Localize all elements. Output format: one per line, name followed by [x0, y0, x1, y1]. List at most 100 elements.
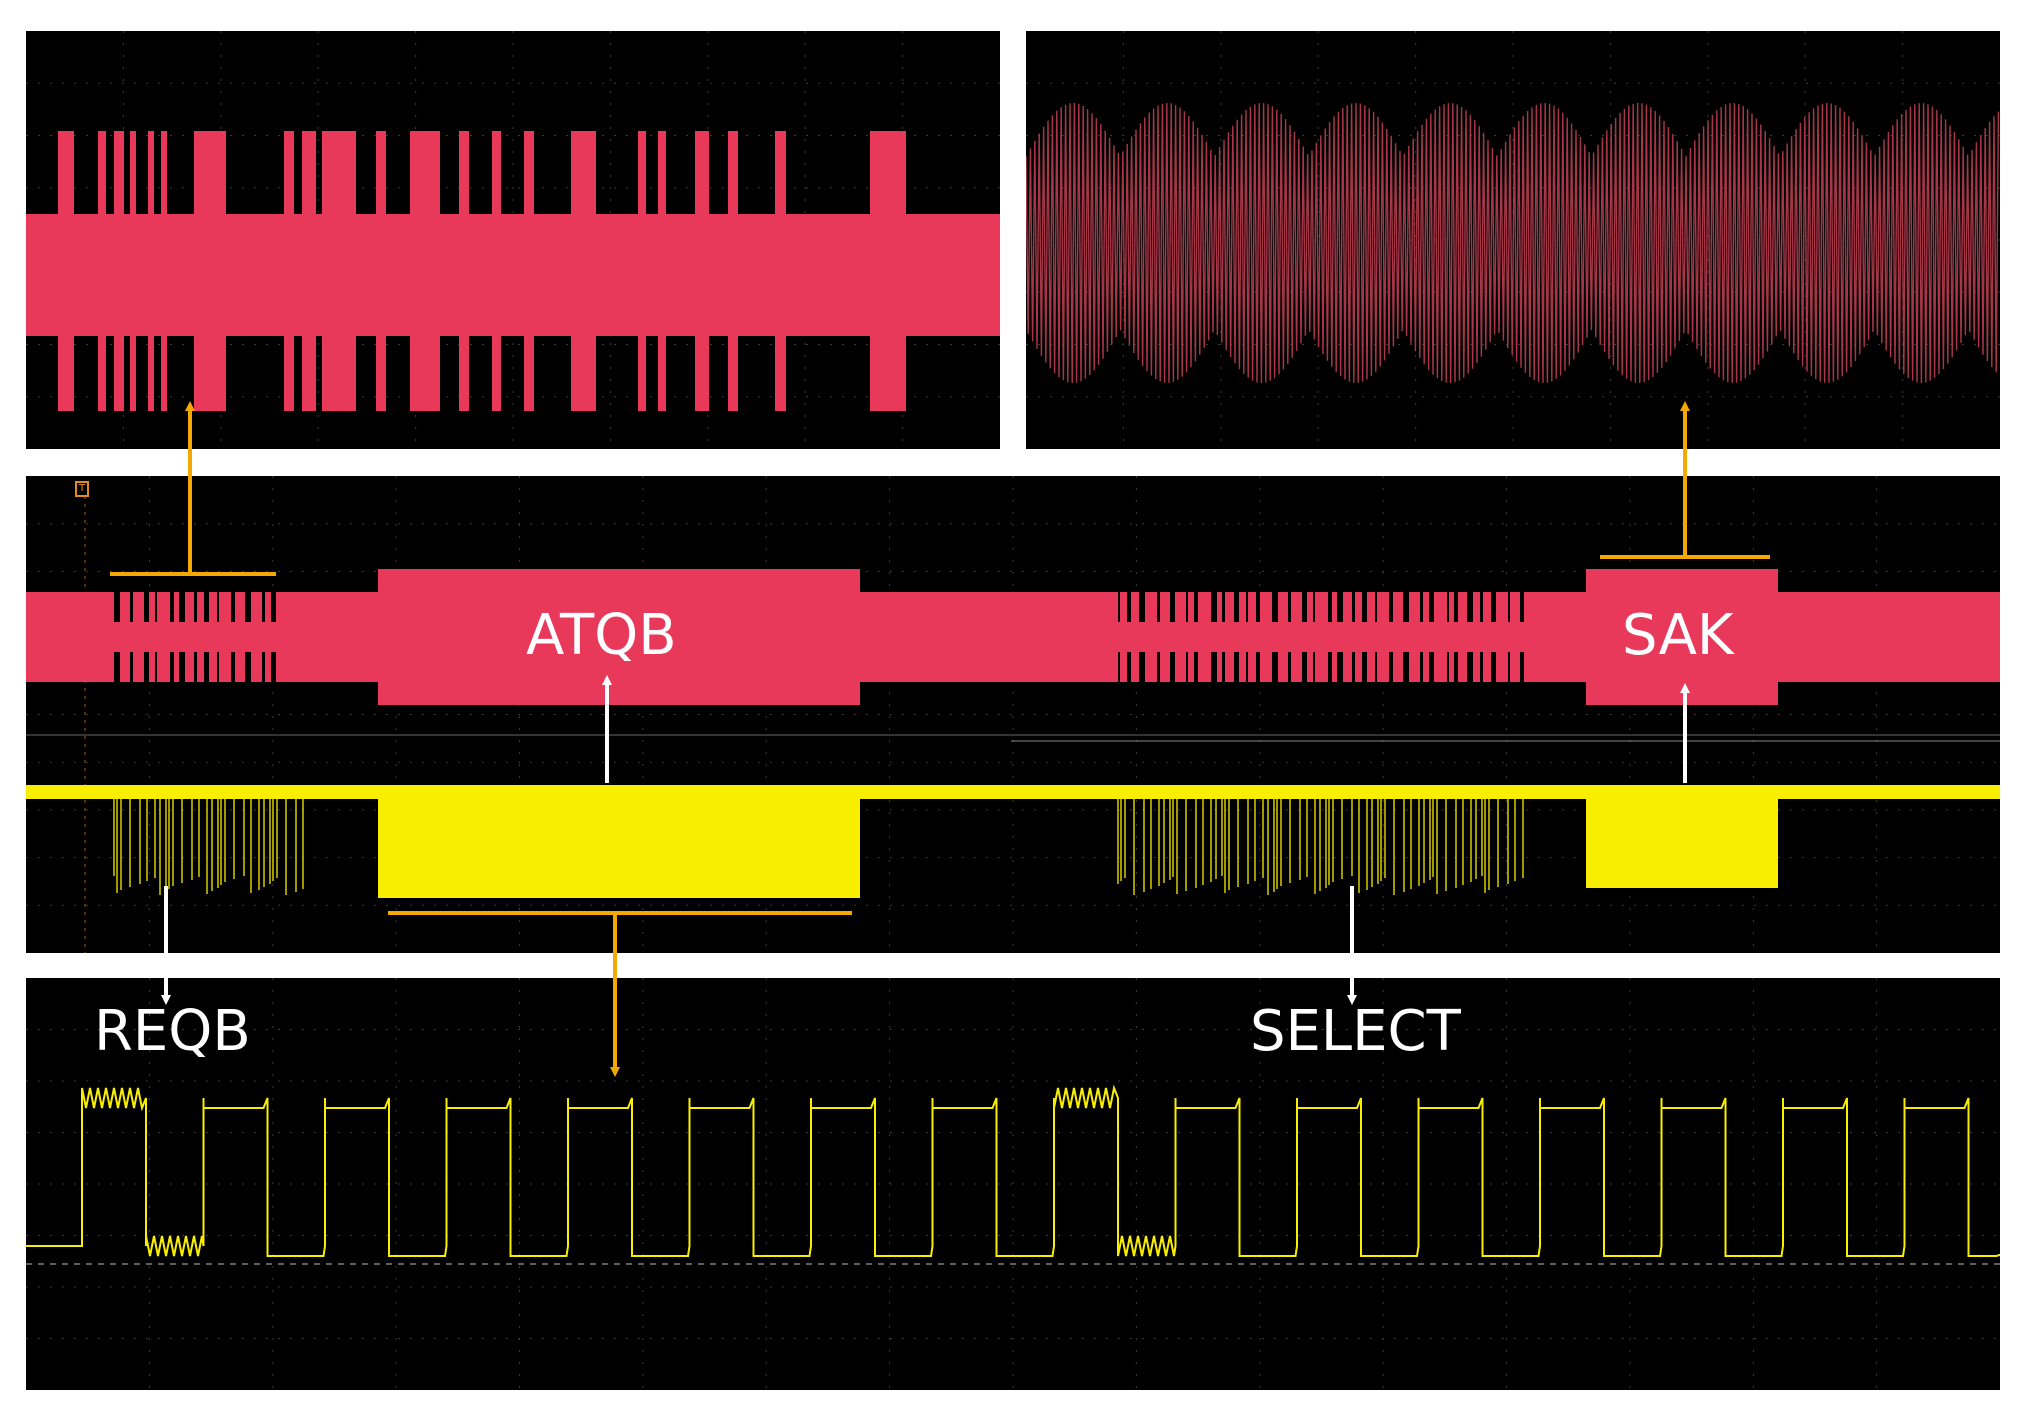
- rf-notch: [1211, 592, 1217, 622]
- rf-notch: [114, 652, 120, 682]
- rf-notch: [204, 652, 209, 682]
- rf-notch: [1467, 592, 1473, 622]
- carrier-burst: [492, 131, 501, 411]
- rf-notch: [1429, 652, 1434, 682]
- sak-subcarrier-waveform: [1026, 31, 2000, 449]
- rf-sak-block: [1586, 569, 1778, 705]
- carrier-burst: [302, 131, 316, 411]
- carrier-burst: [322, 131, 356, 411]
- rf-notch: [1362, 652, 1367, 682]
- rf-notch: [1454, 652, 1458, 682]
- rf-notch: [231, 652, 235, 682]
- rf-notch: [1403, 652, 1409, 682]
- label-atqb: ATQB: [526, 603, 677, 668]
- rf-notch: [1170, 592, 1175, 622]
- rf-notch: [130, 652, 133, 682]
- rf-notch: [1272, 652, 1278, 682]
- rf-notch: [130, 592, 133, 622]
- rf-notch: [1375, 652, 1377, 682]
- carrier-burst: [58, 131, 74, 411]
- rf-notch: [1520, 652, 1524, 682]
- rf-notch: [144, 652, 149, 682]
- atqb-data-waveform: [26, 978, 2000, 1390]
- rf-notch: [155, 592, 157, 622]
- carrier-burst: [775, 131, 786, 411]
- rf-notch: [1256, 652, 1260, 682]
- data-sak-block: [1586, 788, 1778, 888]
- rf-notch: [1234, 592, 1239, 622]
- rf-notch: [144, 592, 149, 622]
- carrier-burst: [194, 131, 226, 411]
- rf-notch: [1480, 652, 1483, 682]
- rf-notch: [1389, 592, 1393, 622]
- rf-notch: [1118, 652, 1120, 682]
- carrier-band: [26, 214, 1000, 336]
- carrier-burst: [658, 131, 666, 411]
- carrier-burst: [161, 131, 167, 411]
- rf-notch: [1520, 592, 1524, 622]
- rf-notch: [262, 592, 265, 622]
- zoom-panel-sak-subcarrier: [1026, 31, 2000, 449]
- rf-notch: [1352, 592, 1355, 622]
- label-reqb: REQB: [94, 999, 251, 1064]
- rf-notch: [179, 652, 185, 682]
- subcarrier-trace: [1026, 102, 2000, 384]
- rf-atqb-block: [378, 569, 860, 705]
- rf-notch: [271, 592, 276, 622]
- rf-notch: [217, 652, 219, 682]
- rf-notch: [1302, 592, 1307, 622]
- carrier-burst: [284, 131, 294, 411]
- rf-notch: [114, 592, 120, 622]
- rf-notch: [1313, 652, 1315, 682]
- rf-notch: [194, 592, 197, 622]
- rf-notch: [1127, 592, 1131, 622]
- rf-notch: [231, 592, 235, 622]
- rf-notch: [1337, 592, 1343, 622]
- rf-notch: [245, 652, 251, 682]
- label-sak: SAK: [1622, 603, 1734, 668]
- rf-notch: [1222, 652, 1225, 682]
- rf-notch: [1211, 652, 1217, 682]
- square-wave-trace: [26, 1084, 2000, 1257]
- rf-notch: [1194, 592, 1198, 622]
- rf-notch: [1157, 652, 1160, 682]
- rf-notch: [1420, 652, 1423, 682]
- rf-notch: [1429, 592, 1434, 622]
- rf-notch: [1194, 652, 1198, 682]
- carrier-burst: [114, 131, 124, 411]
- rf-notch: [1139, 592, 1145, 622]
- carrier-burst: [376, 131, 386, 411]
- rf-notch: [1389, 652, 1393, 682]
- zoom-panel-atqb-data: [26, 978, 2000, 1390]
- data-atqb-block: [378, 788, 860, 898]
- rf-notch: [1352, 652, 1355, 682]
- rf-notch: [1508, 592, 1510, 622]
- carrier-burst: [130, 131, 136, 411]
- rf-notch: [1328, 652, 1332, 682]
- rf-notch: [1170, 652, 1175, 682]
- carrier-burst: [524, 131, 534, 411]
- rf-notch: [1403, 592, 1409, 622]
- rf-notch: [1157, 592, 1160, 622]
- rf-notch: [1139, 652, 1145, 682]
- carrier-burst: [571, 131, 596, 411]
- rf-notch: [1256, 592, 1260, 622]
- rf-notch: [170, 592, 174, 622]
- overview-waveforms: [26, 476, 2000, 953]
- rf-notch: [1454, 592, 1458, 622]
- rf-notch: [1491, 592, 1496, 622]
- rf-notch: [1118, 592, 1120, 622]
- rf-notch: [179, 592, 185, 622]
- rf-notch: [1246, 652, 1248, 682]
- rf-notch: [1467, 652, 1473, 682]
- reqb-carrier-waveform: [26, 31, 1000, 449]
- carrier-burst: [728, 131, 738, 411]
- rf-notch: [170, 652, 174, 682]
- rf-notch: [245, 592, 251, 622]
- rf-notch: [1447, 652, 1449, 682]
- rf-notch: [1186, 652, 1188, 682]
- rf-notch: [1288, 592, 1291, 622]
- carrier-burst: [98, 131, 106, 411]
- carrier-burst: [695, 131, 709, 411]
- overview-panel: [26, 476, 2000, 953]
